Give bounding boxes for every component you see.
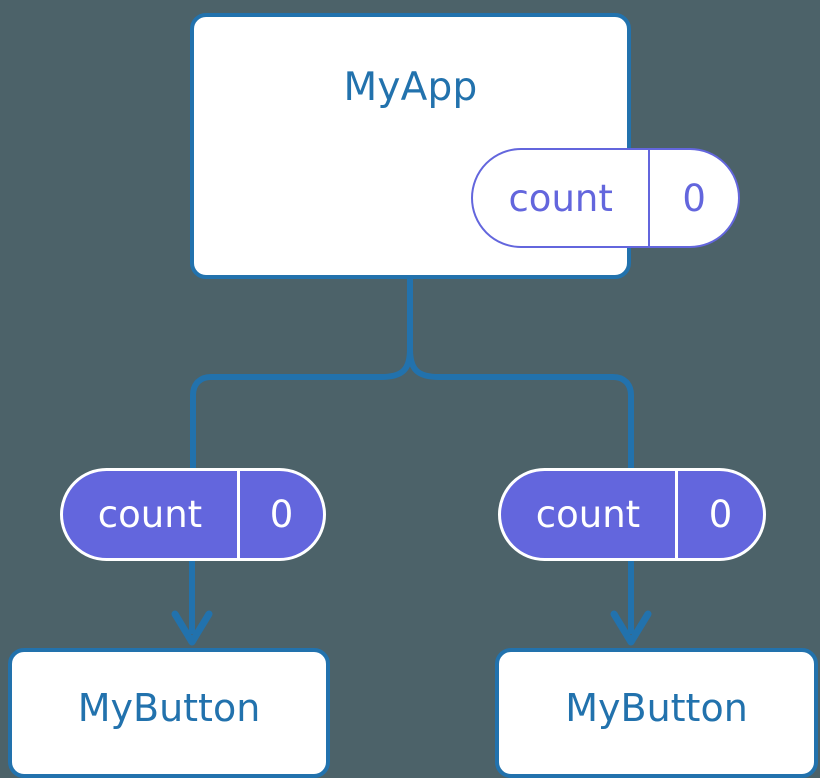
arrow-head-left-icon <box>171 610 213 646</box>
state-pill-value: 0 <box>648 150 738 246</box>
state-pill-key: count <box>97 493 203 536</box>
state-pill-key: count <box>508 176 613 220</box>
component-card-mybutton-left[interactable]: MyButton <box>8 648 330 778</box>
component-card-myapp[interactable]: MyApp count 0 <box>190 13 740 279</box>
component-label-mybutton: MyButton <box>77 686 261 730</box>
state-pill-value: 0 <box>236 471 323 558</box>
connector-branch-bar <box>407 348 634 470</box>
state-pill-key: count <box>535 493 641 536</box>
state-pill-right-count[interactable]: count 0 <box>498 468 766 561</box>
component-label-myapp: MyApp <box>343 65 478 110</box>
component-card-mybutton-right[interactable]: MyButton <box>495 648 818 778</box>
state-pill-left-count[interactable]: count 0 <box>60 468 326 561</box>
component-label-mybutton: MyButton <box>565 686 748 730</box>
arrow-head-right-icon <box>610 610 652 646</box>
state-pill-value: 0 <box>674 471 763 558</box>
connector-branch-bar-left <box>190 348 413 470</box>
state-pill-myapp-count[interactable]: count 0 <box>471 148 740 248</box>
